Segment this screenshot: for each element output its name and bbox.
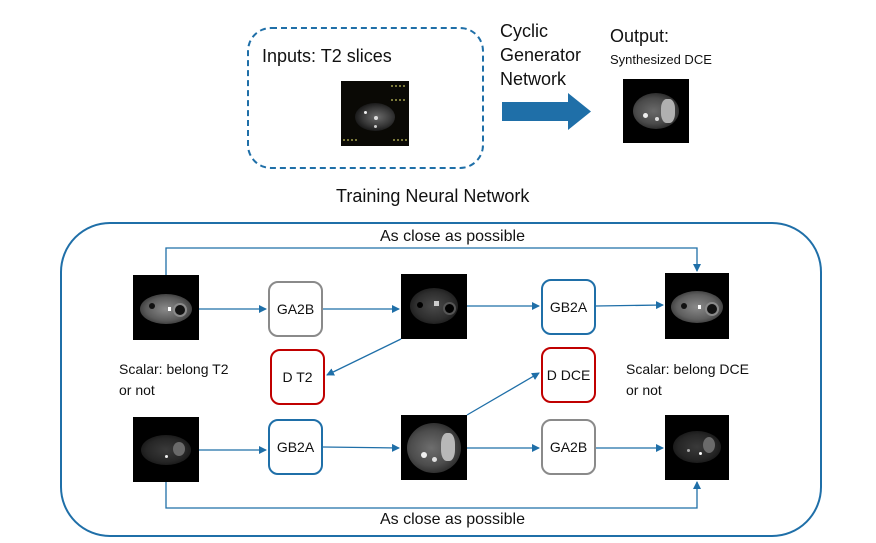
discriminator-dce: D DCE xyxy=(541,347,596,403)
training-title: Training Neural Network xyxy=(336,186,530,206)
top-generated-image xyxy=(401,274,467,339)
output-subtitle: Synthesized DCE xyxy=(610,52,712,67)
input-group-box xyxy=(247,27,484,169)
top-generated-to-d-t2 xyxy=(326,338,402,376)
consistency-label-bottom: As close as possible xyxy=(380,511,525,528)
consistency-label-top: As close as possible xyxy=(380,228,525,245)
scalar-label-dce-line-2: or not xyxy=(626,382,662,398)
bottom-input-image xyxy=(133,417,199,482)
top-generator-gb2a: GB2A xyxy=(541,279,596,335)
gb2a-to-top-reconstructed xyxy=(595,301,664,310)
forward-arrow-icon xyxy=(502,93,591,130)
input-t2-image xyxy=(341,81,409,146)
top-consistency-connector xyxy=(165,247,701,275)
training-group-box xyxy=(60,222,822,537)
bottom-generator-gb2a: GB2A xyxy=(268,419,323,475)
bottom-generated-image xyxy=(401,415,467,480)
generator-label-line-1: Cyclic xyxy=(500,21,548,41)
bottom-generated-to-d-dce xyxy=(466,372,540,416)
top-reconstructed-image xyxy=(665,273,729,339)
output-title: Output: xyxy=(610,26,670,46)
bottom-reconstructed-image xyxy=(665,415,729,480)
generator-label-line-3: Network xyxy=(500,69,567,89)
scalar-label-t2-line-2: or not xyxy=(119,382,155,398)
input-label: Inputs: T2 slices xyxy=(262,46,392,66)
gb2a-to-bottom-generated xyxy=(322,443,400,452)
output-dce-image xyxy=(623,79,689,143)
discriminator-t2: D T2 xyxy=(270,349,325,405)
bottom-consistency-connector xyxy=(165,481,701,509)
scalar-label-t2-line-1: Scalar: belong T2 xyxy=(119,361,229,377)
top-input-image xyxy=(133,275,199,340)
bottom-generator-ga2b: GA2B xyxy=(541,419,596,475)
top-generator-ga2b: GA2B xyxy=(268,281,323,337)
generator-label-line-2: Generator xyxy=(500,45,582,65)
scalar-label-dce-line-1: Scalar: belong DCE xyxy=(626,361,749,377)
